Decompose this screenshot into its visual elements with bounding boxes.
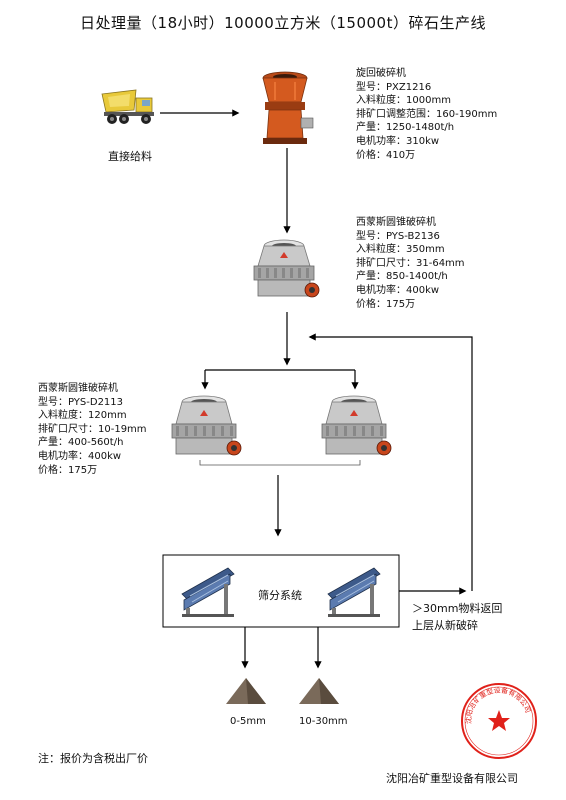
price-note: 注：报价为含税出厂价 [38,752,148,765]
return-note-line2: 上层从新破碎 [412,619,478,632]
gravel-pile-icon [299,678,339,704]
cone1-spec-line: 排矿口尺寸：31-64mm [356,257,465,269]
page-title: 日处理量（18小时）10000立方米（15000t）碎石生产线 [80,14,486,32]
screen-label: 筛分系统 [258,589,302,602]
return-note: ＞30mm物料返回 上层从新破碎 [412,600,502,634]
cone1-spec-line: 型号：PYS-B2136 [356,230,440,242]
gyratory-spec-line: 产量：1250-1480t/h [356,122,455,134]
cone1-spec-line: 产量：850-1400t/h [356,271,448,283]
cone-crusher-2a-icon [171,395,242,456]
cone2-spec: 西蒙斯圆锥破碎机 型号：PYS-D2113 入料粒度：120mm 排矿口尺寸：1… [38,382,147,477]
gyratory-spec-line: 排矿口调整范围：160-190mm [356,108,498,120]
sand-pile-icon [226,678,266,704]
cone2-spec-line: 价格：175万 [38,464,98,476]
gyratory-spec-line: 型号：PXZ1216 [356,81,432,93]
cone2-spec-name: 西蒙斯圆锥破碎机 [38,383,118,394]
product-label-coarse: 10-30mm [299,716,348,727]
cone1-spec-line: 电机功率：400kw [356,284,440,296]
gyratory-spec-line: 价格：410万 [356,149,416,161]
cone2-spec-line: 产量：400-560t/h [38,437,124,449]
cone1-spec-name: 西蒙斯圆锥破碎机 [356,217,436,228]
dump-truck-icon [101,89,154,124]
gyratory-spec-name: 旋回破碎机 [356,68,406,79]
merge-bracket [199,460,361,466]
cone1-spec-line: 价格：175万 [356,298,416,310]
cone2-spec-line: 型号：PYS-D2113 [38,396,124,408]
return-note-line1: ＞30mm物料返回 [412,602,503,615]
cone1-spec: 西蒙斯圆锥破碎机 型号：PYS-B2136 入料粒度：350mm 排矿口尺寸：3… [356,216,465,311]
cone2-spec-line: 排矿口尺寸：10-19mm [38,423,147,435]
cone1-spec-line: 入料粒度：350mm [356,244,445,256]
cone-crusher-2b-icon [321,395,392,456]
gyratory-crusher-icon [262,71,314,144]
return-loop [308,333,473,591]
vibrating-screen-left-icon [181,567,235,617]
cone-crusher-1-icon [253,239,320,298]
cone2-spec-line: 入料粒度：120mm [38,410,127,422]
gyratory-spec-line: 电机功率：310kw [356,135,440,147]
product-label-fine: 0-5mm [230,716,266,727]
company-name: 沈阳冶矿重型设备有限公司 [386,772,518,785]
gyratory-spec: 旋回破碎机 型号：PXZ1216 入料粒度：1000mm 排矿口调整范围：160… [356,67,497,162]
company-seal: 沈阳冶矿重型设备有限公司 [461,683,537,759]
gyratory-spec-line: 入料粒度：1000mm [356,95,451,107]
feed-label: 直接给料 [108,150,152,163]
vibrating-screen-right-icon [327,567,381,617]
cone2-spec-line: 电机功率：400kw [38,450,122,462]
